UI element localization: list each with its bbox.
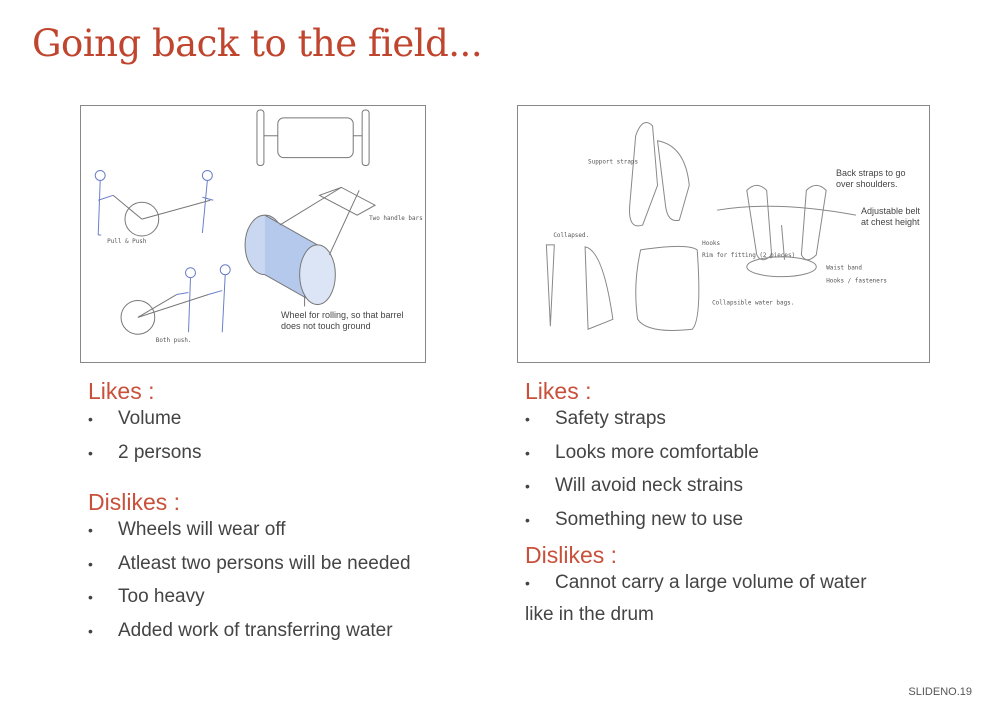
list-item: Wheels will wear off	[88, 519, 488, 553]
list-item: Volume	[88, 408, 488, 442]
list-item-continuation: like in the drum	[525, 603, 654, 625]
annotation: Collapsed.	[553, 232, 589, 239]
left-feedback-column: Likes : Volume 2 persons Dislikes : Whee…	[88, 378, 488, 653]
dislikes-heading: Dislikes :	[525, 542, 618, 568]
annotation: Pull & Push	[107, 238, 147, 245]
list-item: Atleast two persons will be needed	[88, 553, 488, 587]
list-item: Safety straps	[525, 408, 945, 442]
annotation: Hooks	[702, 240, 720, 247]
list-item: Too heavy	[88, 586, 488, 620]
annotation: Back straps to go over shoulders.	[836, 168, 924, 190]
slide-number: SLIDENO.19	[908, 686, 972, 698]
slide-title: Going back to the field...	[32, 22, 483, 65]
annotation: Waist band	[826, 265, 862, 272]
likes-list: Safety straps Looks more comfortable Wil…	[525, 408, 945, 542]
drum-trolley-sketch: Pull & Push Both push. Two handle bars W…	[80, 105, 426, 363]
right-feedback-column: Likes : Safety straps Looks more comfort…	[525, 378, 945, 626]
annotation: Support straps	[588, 159, 638, 166]
dislikes-heading: Dislikes :	[88, 489, 181, 515]
list-item: Added work of transferring water	[88, 620, 488, 654]
likes-list: Volume 2 persons	[88, 408, 488, 475]
annotation: Both push.	[156, 337, 192, 344]
annotation: Rim for fitting (2 pieces)	[702, 252, 795, 259]
likes-heading: Likes :	[88, 378, 155, 404]
likes-heading: Likes :	[525, 378, 592, 404]
annotation: Collapsible water bags.	[712, 299, 794, 306]
annotation: Two handle bars	[369, 215, 423, 222]
annotation: Wheel for rolling, so that barrel does n…	[281, 310, 406, 332]
list-item: 2 persons	[88, 442, 488, 476]
dislikes-list: Cannot carry a large volume of water	[525, 572, 945, 606]
annotation: Adjustable belt at chest height	[861, 206, 925, 228]
list-item: Will avoid neck strains	[525, 475, 945, 509]
list-item: Looks more comfortable	[525, 442, 945, 476]
backpack-strap-sketch: Support straps Collapsed. Hooks Rim for …	[517, 105, 930, 363]
dislikes-list: Wheels will wear off Atleast two persons…	[88, 519, 488, 653]
list-item: Something new to use	[525, 509, 945, 543]
annotation: Hooks / fasteners	[826, 278, 887, 285]
list-item: Cannot carry a large volume of water	[525, 572, 945, 606]
